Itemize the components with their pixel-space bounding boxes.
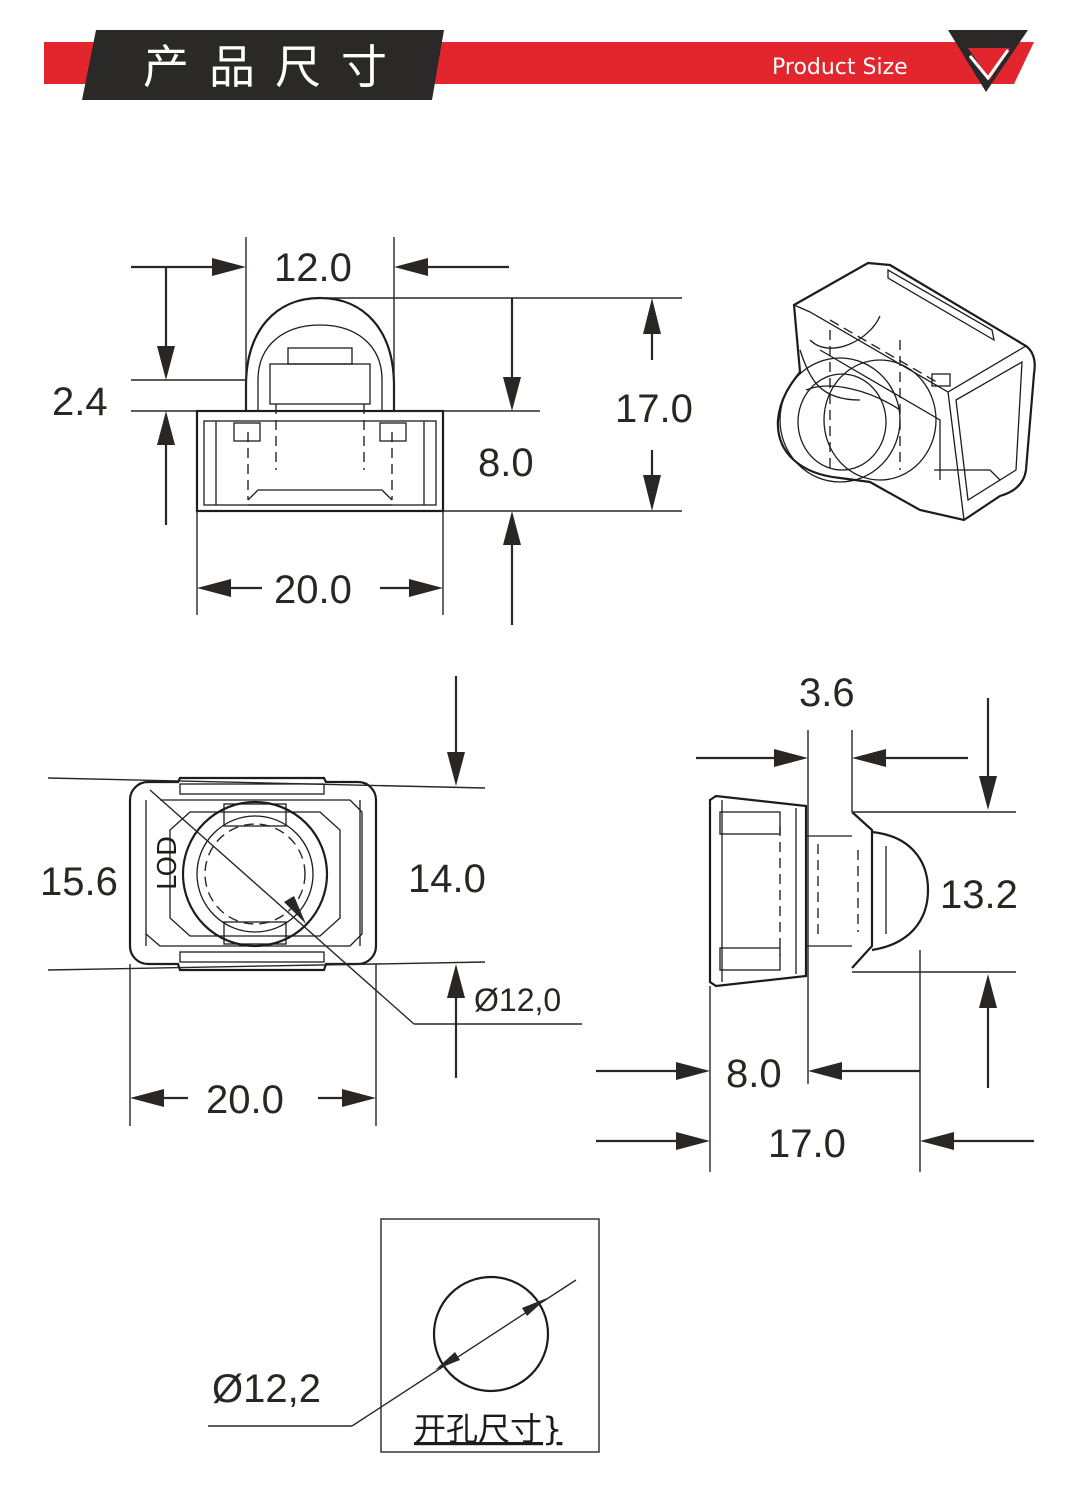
header-banner: 产品尺寸 Product Size <box>44 30 1034 100</box>
cutout-detail: Ø12,2 开孔尺寸} <box>208 1218 600 1453</box>
side-total-depth: 17.0 <box>768 1122 846 1166</box>
front-total-height: 17.0 <box>615 387 693 431</box>
front-view: 12.0 2.4 8.0 17.0 20.0 <box>52 237 693 625</box>
chevron-logo-icon <box>948 30 1028 92</box>
front-body-height: 8.0 <box>478 441 534 485</box>
front-lens-width: 12.0 <box>274 246 352 290</box>
brand-mark: LOD <box>153 836 183 890</box>
top-inner-height: 14.0 <box>408 857 486 901</box>
side-lens-height: 13.2 <box>940 873 1018 917</box>
dark-title-block <box>82 30 444 100</box>
side-body-depth: 8.0 <box>726 1052 782 1096</box>
top-outer-height: 15.6 <box>40 860 118 904</box>
side-view: 3.6 13.2 8.0 17.0 <box>596 671 1034 1172</box>
front-body-width: 20.0 <box>274 568 352 612</box>
title-cn: 产品尺寸 <box>143 40 407 94</box>
isometric-view <box>776 261 1036 522</box>
front-flange-height: 2.4 <box>52 380 108 424</box>
top-body-width: 20.0 <box>206 1078 284 1122</box>
title-en: Product Size <box>772 55 908 80</box>
cutout-diameter: Ø12,2 <box>212 1367 321 1411</box>
top-view: LOD 15.6 14.0 Ø12,0 20.0 <box>40 676 582 1126</box>
side-lens-protrusion: 3.6 <box>799 671 855 715</box>
top-lens-diameter: Ø12,0 <box>474 982 561 1018</box>
cutout-label: 开孔尺寸} <box>414 1410 562 1448</box>
